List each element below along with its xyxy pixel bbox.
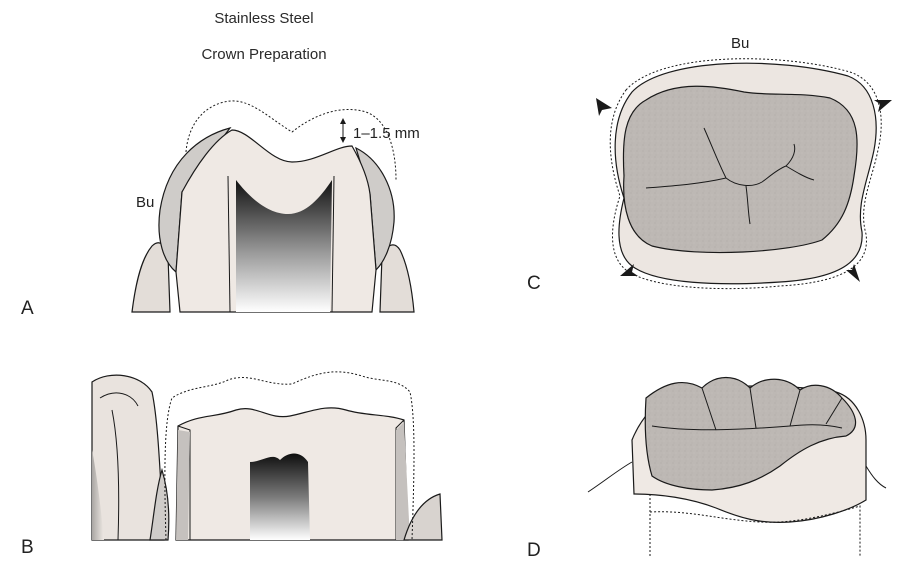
- panel-c-occlusal-surface: [623, 86, 857, 252]
- panel-b-illustration: [92, 372, 442, 540]
- panel-letter-a: A: [21, 298, 34, 320]
- panel-letter-b: B: [21, 537, 34, 559]
- panel-a-buccal-label: Bu: [136, 194, 154, 211]
- panel-c-illustration: [596, 59, 892, 289]
- panel-b-neighbor-right: [404, 494, 442, 540]
- panel-a-dimension-label: 1–1.5 mm: [353, 125, 420, 142]
- panel-b-pulp-chamber: [250, 454, 310, 541]
- panel-c-arrowhead-upper-left: [596, 98, 612, 116]
- panel-c-arrowhead-upper-right: [874, 100, 892, 112]
- panel-c-buccal-label: Bu: [731, 35, 749, 52]
- panel-letter-c: C: [527, 273, 541, 295]
- panel-c-arrowhead-lower-right: [846, 264, 860, 282]
- panel-d-illustration: [588, 378, 886, 557]
- panel-letter-d: D: [527, 540, 541, 562]
